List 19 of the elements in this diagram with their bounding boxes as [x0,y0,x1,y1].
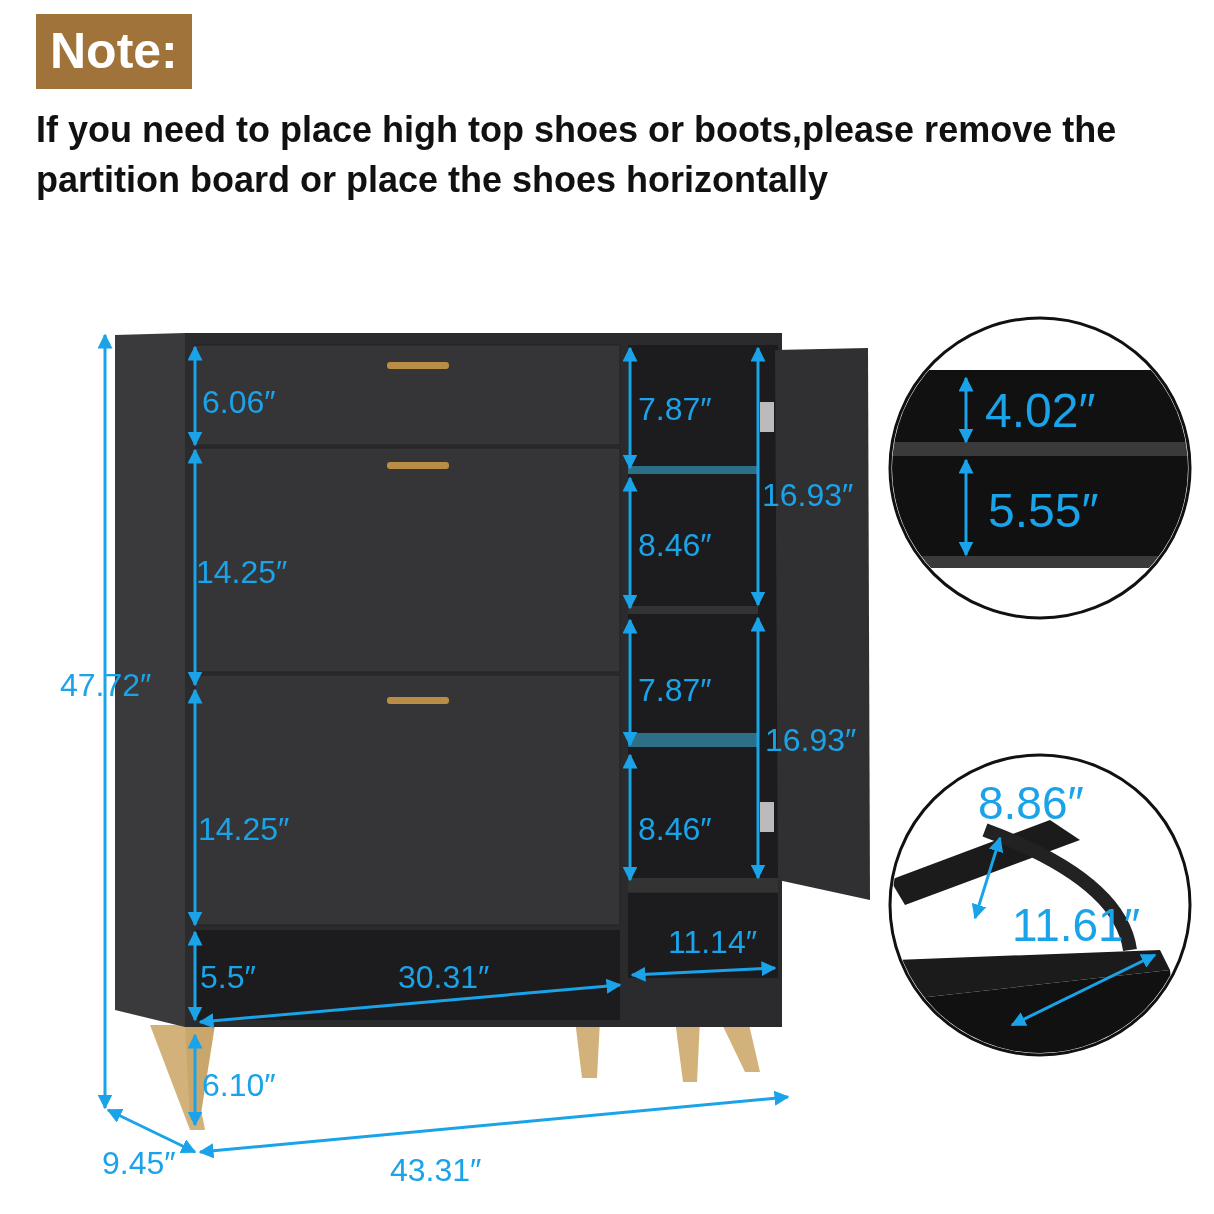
dimension-label: 8.86″ [978,778,1084,829]
dimension-label: 30.31″ [398,960,490,996]
dimension-label: 14.25″ [198,812,290,848]
note-heading: Note: [36,14,192,89]
dimension-label: 5.55″ [988,485,1099,538]
dimension-label: 5.5″ [200,960,256,996]
dimension-label: 4.02″ [985,385,1096,438]
dimension-label: 16.93″ [765,723,857,759]
note-text: If you need to place high top shoes or boots,please remove the partition board or place the shoes horizontally [36,108,1118,203]
dimension-label: 43.31″ [390,1153,482,1189]
dimension-label: 11.14″ [668,925,758,961]
dimension-label: 9.45″ [102,1146,176,1182]
dimension-label: 7.87″ [638,392,712,428]
dimension-label: 8.46″ [638,528,712,564]
dimension-label: 16.93″ [762,478,854,514]
dimension-label: 8.46″ [638,812,712,848]
dimension-label: 6.06″ [202,385,276,421]
dimension-label: 7.87″ [638,673,712,709]
dimension-label: 14.25″ [196,555,288,591]
